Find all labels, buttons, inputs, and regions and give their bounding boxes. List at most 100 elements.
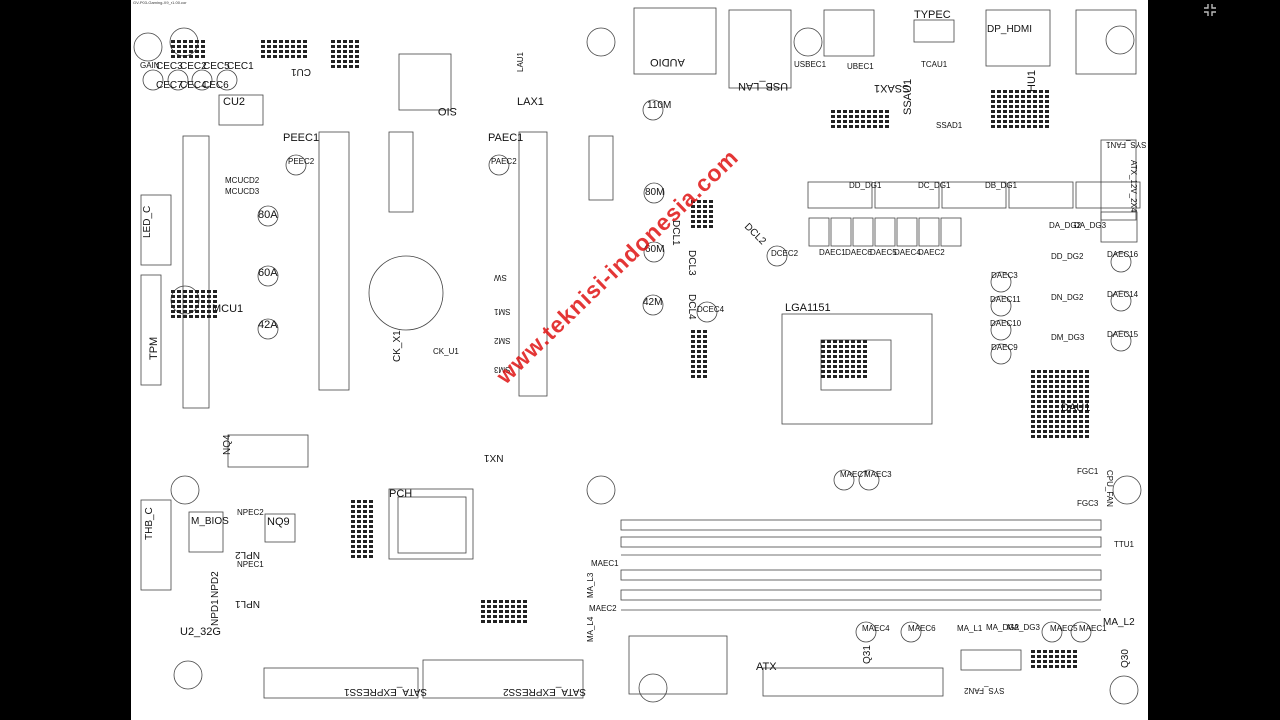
fullscreen-exit-icon[interactable]: [1203, 3, 1217, 17]
smd-cluster: [1061, 430, 1065, 433]
smd-cluster: [331, 65, 335, 68]
smd-cluster: [343, 65, 347, 68]
label-mcucd2: MCUCD2: [225, 176, 260, 185]
smd-cluster: [821, 350, 825, 353]
smd-cluster: [839, 350, 843, 353]
smd-cluster: [351, 500, 355, 503]
label-sm1: SM1: [494, 307, 511, 316]
capacitor: [990, 343, 1012, 365]
smd-cluster: [1055, 660, 1059, 663]
smd-cluster: [481, 605, 485, 608]
label-ubec1: UBEC1: [847, 62, 874, 71]
capacitor: [1110, 251, 1132, 273]
smd-cluster: [867, 120, 871, 123]
smd-cluster: [1073, 385, 1077, 388]
smd-cluster: [1037, 370, 1041, 373]
bottom-connector: [628, 635, 728, 695]
smd-cluster: [273, 55, 277, 58]
smd-cluster: [1049, 430, 1053, 433]
smd-cluster: [369, 530, 373, 533]
smd-cluster: [1003, 95, 1007, 98]
smd-cluster: [337, 45, 341, 48]
smd-cluster: [517, 610, 521, 613]
smd-cluster: [1085, 435, 1089, 438]
vrm-mosfet: [807, 181, 873, 209]
smd-cluster: [357, 500, 361, 503]
smd-cluster: [1049, 660, 1053, 663]
smd-cluster: [1039, 110, 1043, 113]
smd-cluster: [369, 510, 373, 513]
smd-cluster: [691, 355, 695, 358]
smd-cluster: [821, 360, 825, 363]
pch-chip: [388, 488, 474, 560]
smd-cluster: [843, 125, 847, 128]
smd-cluster: [1037, 375, 1041, 378]
smd-cluster: [1021, 120, 1025, 123]
smd-cluster: [171, 310, 175, 313]
smd-cluster: [1015, 115, 1019, 118]
smd-cluster: [997, 125, 1001, 128]
label-daec14: DAEC14: [1107, 290, 1139, 299]
smd-cluster: [1037, 420, 1041, 423]
smd-cluster: [279, 50, 283, 53]
smd-cluster: [261, 40, 265, 43]
smd-cluster: [1061, 420, 1065, 423]
smd-cluster: [363, 520, 367, 523]
smd-cluster: [861, 120, 865, 123]
smd-cluster: [1031, 430, 1035, 433]
smd-cluster: [1085, 430, 1089, 433]
mounting-hole: [133, 32, 163, 62]
smd-cluster: [499, 605, 503, 608]
smd-cluster: [691, 335, 695, 338]
pcie-slot: [182, 135, 210, 409]
smd-cluster: [1037, 395, 1041, 398]
smd-cluster: [1067, 395, 1071, 398]
smd-cluster: [355, 45, 359, 48]
cpu-socket: [781, 313, 933, 425]
smd-cluster: [297, 50, 301, 53]
smd-cluster: [1037, 405, 1041, 408]
smd-cluster: [189, 315, 193, 318]
capacitor: [216, 69, 238, 91]
smd-cluster: [997, 100, 1001, 103]
smd-cluster: [997, 110, 1001, 113]
smd-cluster: [177, 290, 181, 293]
smd-cluster: [349, 65, 353, 68]
label-daec9: DAEC9: [991, 343, 1018, 352]
smd-cluster: [837, 110, 841, 113]
smd-cluster: [481, 610, 485, 613]
smd-cluster: [1067, 430, 1071, 433]
capacitor: [191, 69, 213, 91]
smd-cluster: [1027, 125, 1031, 128]
smd-cluster: [481, 615, 485, 618]
smd-cluster: [1045, 125, 1049, 128]
smd-cluster: [1079, 385, 1083, 388]
label-usbec1: USBEC1: [794, 60, 827, 69]
cu2-chip: [218, 94, 264, 126]
label-ma-dg3: MA_DG3: [1007, 623, 1040, 632]
smd-cluster: [177, 50, 181, 53]
smd-cluster: [1045, 110, 1049, 113]
smd-cluster: [691, 210, 695, 213]
label-npd2: NPD2: [210, 571, 221, 598]
smd-cluster: [1015, 125, 1019, 128]
capacitor: [990, 295, 1012, 317]
label-cu2: CU2: [223, 96, 246, 108]
smd-cluster: [1033, 125, 1037, 128]
smd-cluster: [1033, 105, 1037, 108]
smd-cluster: [703, 365, 707, 368]
boardview-page[interactable]: GV-P03-Gaming-X9_r1.00.cor GAIN CEC3 CEC…: [131, 0, 1148, 720]
smd-cluster: [1055, 375, 1059, 378]
smd-cluster: [213, 290, 217, 293]
smd-cluster: [511, 615, 515, 618]
smd-cluster: [1055, 405, 1059, 408]
smd-cluster: [493, 615, 497, 618]
smd-cluster: [697, 365, 701, 368]
smd-cluster: [851, 365, 855, 368]
vrm-inductor: [852, 217, 874, 247]
smd-cluster: [1033, 95, 1037, 98]
smd-cluster: [189, 300, 193, 303]
smd-cluster: [1045, 95, 1049, 98]
smd-cluster: [691, 200, 695, 203]
vrm-mosfet: [1008, 181, 1074, 209]
